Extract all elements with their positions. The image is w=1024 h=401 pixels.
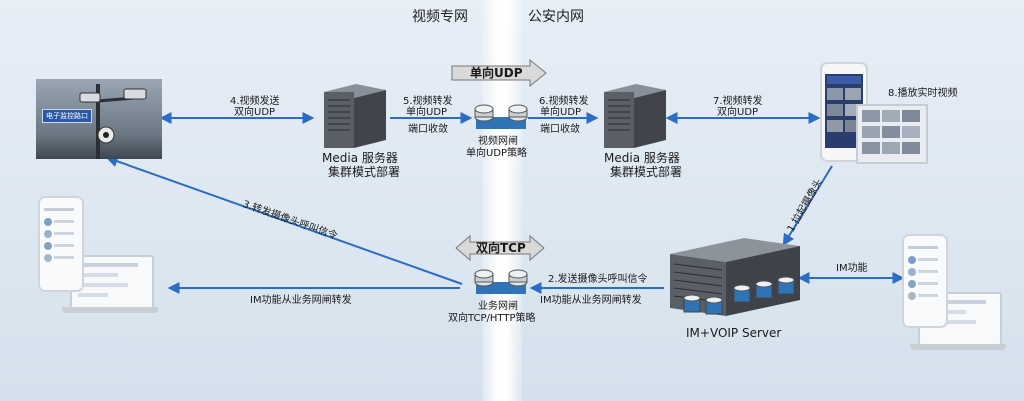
video-wall-monitor [856,104,928,164]
camera-sign: 电子监控路口 [42,109,92,123]
business-gate-icon [474,269,528,294]
step6-label-line1: 6.视频转发 [539,96,589,107]
arrow-step1 [782,165,833,247]
step8-label: 8.播放实时视频 [888,88,958,99]
media-server-right-label-line2: 集群模式部署 [610,165,683,179]
media-server-right-icon [604,84,666,148]
im-forward-right-label: IM功能从业务网闸转发 [540,295,642,306]
step6-port-label: 端口收敛 [540,124,580,135]
left-client-laptop [70,255,154,311]
step6-label-line2: 单向UDP [540,107,582,118]
im-voip-server-icon [670,238,800,316]
media-server-right-label-line1: Media 服务器 [604,151,680,165]
step5-label-line1: 5.视频转发 [403,96,453,107]
step2-label: 2.发送摄像头呼叫信令 [548,274,648,285]
step5-port-label: 端口收敛 [408,124,448,135]
im-function-label: IM功能 [836,263,868,274]
tcp-banner-arrow [455,234,545,262]
step5-label-line2: 单向UDP [406,107,448,118]
step4-label-line1: 4.视频发送 [230,96,280,107]
left-client-laptop-base [62,307,158,313]
camera-sign-text: 电子监控路口 [46,112,88,120]
step4-label-line2: 双向UDP [234,107,276,118]
left-client-phone [38,196,84,292]
tcp-banner-label: 双向TCP [476,241,526,255]
media-server-left-label-line1: Media 服务器 [322,151,398,165]
step7-label-line2: 双向UDP [717,107,759,118]
video-gate-icon [474,104,528,129]
right-client-phone [902,234,948,328]
video-gate-label-line2: 单向UDP策略 [466,148,528,159]
im-voip-server-label: IM+VOIP Server [686,326,782,340]
zone-video-network-title: 视频专网 [412,9,468,25]
udp-banner-label: 单向UDP [470,66,523,80]
im-forward-left-label: IM功能从业务网闸转发 [250,295,352,306]
camera-photo: 电子监控路口 [36,79,162,159]
zone-police-network-title: 公安内网 [528,9,584,25]
business-gate-label-line1: 业务网闸 [478,301,518,312]
arrow-step3 [105,155,463,285]
step7-label-line1: 7.视频转发 [713,96,763,107]
video-gate-label-line1: 视频网闸 [478,136,518,147]
udp-banner-arrow [451,58,547,88]
media-server-left-label-line2: 集群模式部署 [328,165,401,179]
camera-icon [79,84,147,159]
right-client-laptop-base [910,344,1006,350]
media-server-left-icon [324,84,386,148]
business-gate-label-line2: 双向TCP/HTTP策略 [448,313,536,324]
